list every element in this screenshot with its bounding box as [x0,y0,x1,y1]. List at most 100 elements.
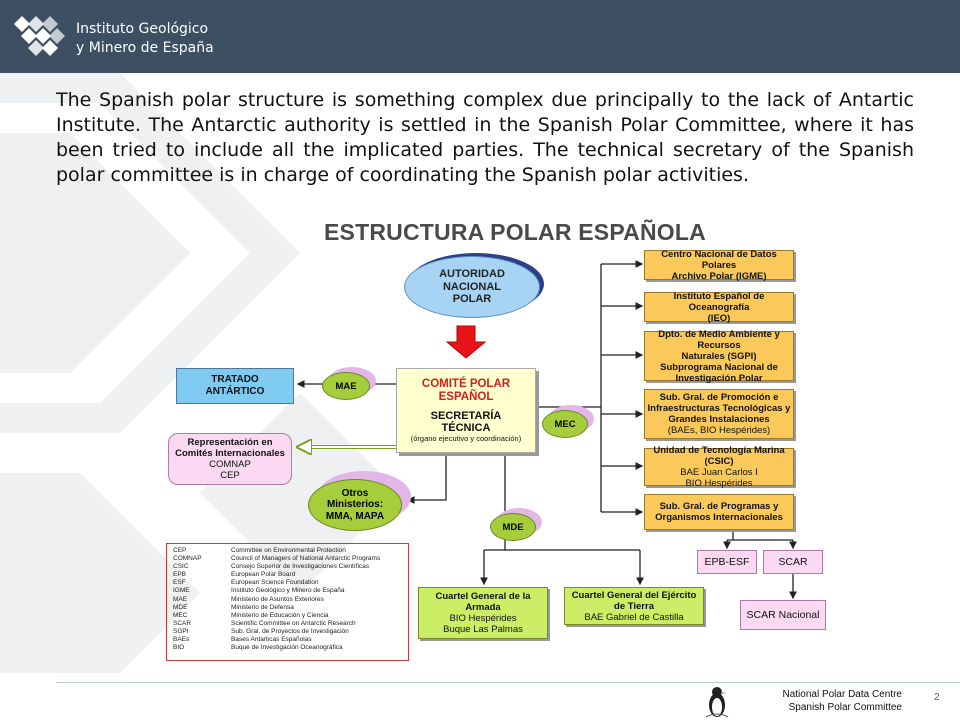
organization-name: Instituto Geológico y Minero de España [76,20,214,58]
right-box-3-line4: Investigación Polar [675,372,763,384]
centro-nacional-datos-polares-box: Centro Nacional de Datos Polares Archivo… [644,248,794,282]
mae-ellipse: MAE [322,372,370,400]
legend-abbreviation: IGME [173,587,190,595]
legend-description: Council of Managers of National Antarcti… [231,555,381,563]
legend-description: Sub. Gral. de Proyectos de Investigación [231,627,349,635]
legend-row: EPB European Polar Board [173,571,402,579]
legend-abbreviation: ESF [173,579,186,587]
secretaria-line2: TÉCNICA [441,422,491,434]
otros-line1: Otros [341,487,369,499]
autoridad-nacional-polar-ellipse: AUTORIDAD NACIONAL POLAR [404,256,540,318]
legend-description: Instituto Geológico y Minero de España [231,587,345,595]
legend-description: European Science Foundation [231,579,319,587]
right-box-6-line2: Organismos Internacionales [655,512,783,523]
legend-abbreviation: SCAR [173,619,192,627]
legend-description: Scientific Committee on Antarctic Resear… [231,619,356,627]
right-box-2-line1: Instituto Español de Oceanografía [673,290,765,313]
page-number: 2 [934,692,940,703]
right-box-5-line1: Unidad de Tecnología Marina (CSIC) [653,445,785,467]
dpto-medio-ambiente-box: Dpto. de Medio Ambiente y Recursos Natur… [644,328,794,384]
legend-description: Buque de Investigación Oceanográfica [231,644,343,652]
legend-description: Ministerio de Asuntos Exteriores [231,595,324,603]
legend-abbreviation: MEC [173,611,188,619]
scar-box: SCAR [763,550,823,574]
right-box-3-line3: Subprograma Nacional de [660,361,778,373]
legend-abbreviation: BIO [173,644,185,652]
otros-line2: Ministerios: [326,499,384,511]
sub-gral-programas-box: Sub. Gral. de Programas y Organismos Int… [644,494,794,530]
footer-line2: Spanish Polar Committee [788,702,902,713]
legend-abbreviation: MDE [173,603,188,611]
legend-abbreviation: CSIC [173,563,189,571]
comite-title-line1: COMITÉ POLAR [421,378,511,390]
acronym-legend: CEP Committee on Environmental Protection… [166,543,409,661]
right-box-1-line1: Centro Nacional de Datos Polares [661,248,777,271]
legend-description: Consejo Superior de Investigaciones Cien… [231,563,370,571]
sub-gral-promocion-box: Sub. Gral. de Promoción e Infraestructur… [644,389,794,439]
legend-row: ESF European Science Foundation [173,579,402,587]
armada-line2: Armada [465,602,501,613]
right-box-3-line2: Naturales (SGPI) [681,350,757,362]
representacion-comites-box: Representación en Comités Internacionale… [168,433,292,485]
intro-paragraph: The Spanish polar structure is something… [56,89,914,186]
legend-description: Ministerio de Defensa [231,603,294,611]
right-box-1-line2: Archivo Polar (IGME) [671,270,767,282]
secretaria-line1: SECRETARÍA [430,410,502,422]
legend-row: COMNAP Council of Managers of National An… [173,555,402,563]
right-box-5-line2: BAE Juan Carlos I [680,467,758,478]
armada-line3: BIO Hespérides [449,613,517,624]
right-box-3-line1: Dpto. de Medio Ambiente y Recursos [658,328,780,351]
legend-abbreviation: BAEs [173,636,190,644]
diagram-title: ESTRUCTURA POLAR ESPAÑOLA [324,219,706,245]
unidad-tecnologia-marina-box: Unidad de Tecnología Marina (CSIC) BAE J… [644,445,794,489]
epb-esf-box: EPB-ESF [697,550,757,574]
armada-line4: Buque Las Palmas [443,624,523,635]
otros-ministerios-ellipse: Otros Ministerios: MMA, MAPA [308,479,402,531]
org-name-line2: y Minero de España [76,40,214,56]
legend-row: MAE Ministerio de Asuntos Exteriores [173,596,402,604]
legend-row: CSIC Consejo Superior de Investigaciones … [173,563,402,571]
tratado-antartico-box: TRATADO ANTÁRTICO [176,368,294,404]
legend-description: Committee on Environmental Protection [231,547,346,554]
comite-polar-espanol-box: COMITÉ POLAR ESPAÑOL SECRETARÍA TÉCNICA … [396,368,536,453]
representacion-line3: COMNAP [209,459,251,470]
legend-abbreviation: CEP [173,547,187,554]
scar-nacional-box: SCAR Nacional [740,600,826,630]
igme-logo-icon [14,16,65,56]
legend-row: CEP Committee on Environmental Protection [173,547,402,555]
tratado-line1: TRATADO [211,374,259,385]
right-box-2-line2: (IEO) [707,312,731,324]
cuartel-general-armada-box: Cuartel General de la Armada BIO Hespéri… [418,587,548,639]
legend-row: BIO Buque de Investigación Oceanográfica [173,644,402,652]
org-name-line1: Instituto Geológico [76,21,209,37]
legend-row: MDE Ministerio de Defensa [173,604,402,612]
tierra-line3: BAE Gabriel de Castilla [584,611,684,623]
comite-title-line2: ESPAÑOL [438,391,494,403]
footer-credit: National Polar Data Centre Spanish Polar… [760,688,902,714]
autoridad-line3: POLAR [452,293,492,306]
right-box-4-line1: Sub. Gral. de Promoción e [659,392,779,403]
tratado-line2: ANTÁRTICO [205,386,265,397]
footer-divider [56,682,960,683]
legend-abbreviation: SGPI [173,627,189,635]
legend-row: SCAR Scientific Committee on Antarctic Re… [173,620,402,628]
legend-abbreviation: MAE [173,595,188,603]
representacion-line4: CEP [220,470,240,481]
header-bar: Instituto Geológico y Minero de España [0,0,960,73]
autoridad-line2: NACIONAL [442,280,502,293]
autoridad-line1: AUTORIDAD [439,268,505,281]
legend-description: Bases Antarticas Españolas [231,636,312,644]
right-box-5-line3: BIO Hespérides [685,478,753,489]
legend-abbreviation: EPB [173,571,187,579]
legend-row: SGPI Sub. Gral. de Proyectos de Investiga… [173,628,402,636]
tierra-line1: Cuartel General del Ejército [571,589,697,601]
armada-line1: Cuartel General de la [435,591,531,602]
legend-description: European Polar Board [231,571,296,579]
footer-line1: National Polar Data Centre [782,689,902,700]
legend-row: BAEs Bases Antarticas Españolas [173,636,402,644]
legend-abbreviation: COMNAP [173,555,202,563]
right-box-4-line2: Infraestructuras Tecnológicas y [647,403,791,414]
right-box-4-line4: (BAEs, BIO Hespérides) [667,425,771,436]
representacion-line1: Representación en [187,437,273,448]
